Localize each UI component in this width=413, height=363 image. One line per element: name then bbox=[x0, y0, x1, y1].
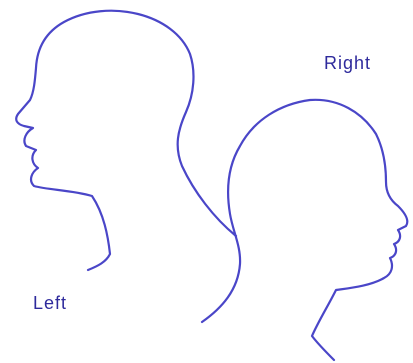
right-facing-head-outline bbox=[202, 100, 407, 360]
left-label: Left bbox=[33, 294, 67, 312]
left-facing-head-outline bbox=[16, 11, 236, 270]
right-label: Right bbox=[324, 54, 371, 72]
